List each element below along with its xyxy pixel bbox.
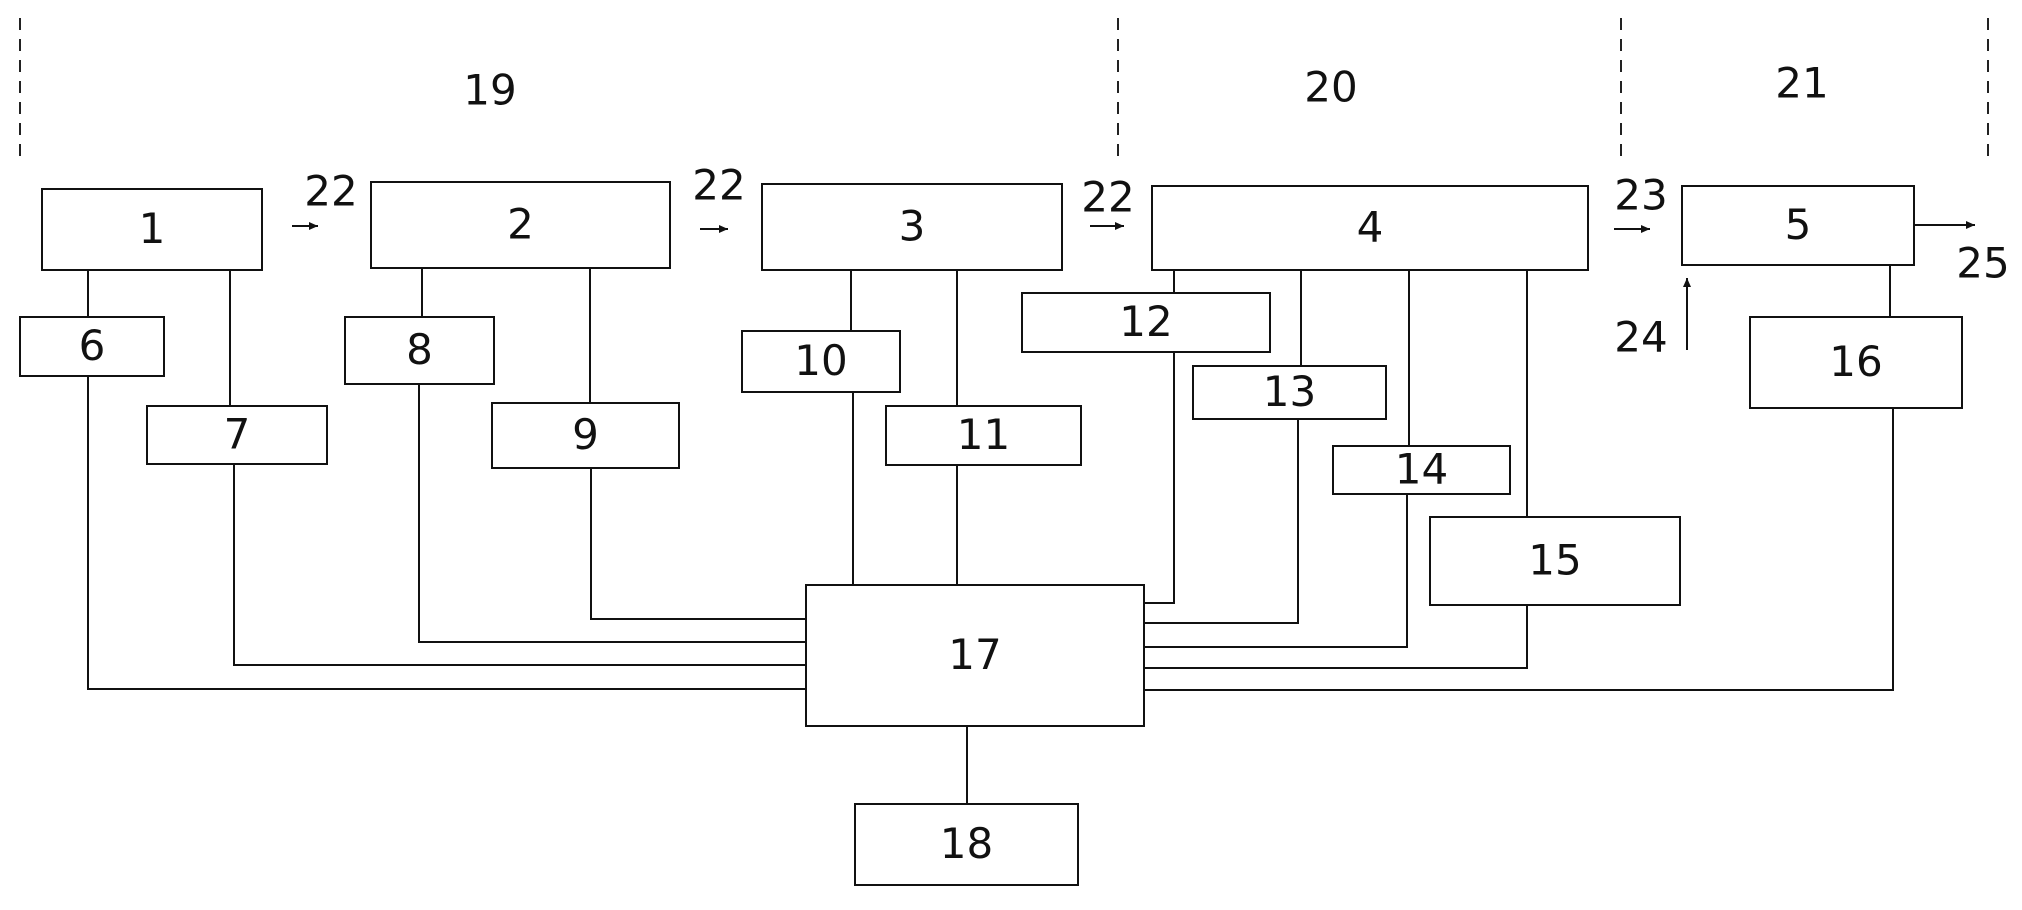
block-13-label: 13 [1263, 367, 1316, 416]
flow-2-3-marker: 22 [692, 161, 746, 233]
flow-into-5-arrow-head [1683, 278, 1691, 287]
connection-line [1144, 352, 1175, 604]
block-5-box [1681, 185, 1915, 266]
block-9: 9 [491, 402, 680, 469]
block-2: 2 [370, 181, 671, 269]
block-12-label: 12 [1119, 297, 1172, 346]
block-4-label: 4 [1357, 203, 1384, 252]
connection-line [1144, 605, 1528, 669]
block-4: 4 [1151, 185, 1589, 271]
block-3: 3 [761, 183, 1063, 271]
block-5-label: 5 [1785, 200, 1812, 249]
block-9-box [491, 402, 680, 469]
block-7: 7 [146, 405, 328, 465]
connection-line [233, 464, 806, 666]
block-11-box [885, 405, 1082, 466]
block-6-label: 6 [79, 321, 106, 370]
block-14-box [1332, 445, 1511, 495]
block-8-label: 8 [406, 325, 433, 374]
flow-3-4-label: 22 [1081, 173, 1134, 222]
flow-4-5-marker: 23 [1614, 171, 1668, 233]
block-7-box [146, 405, 328, 465]
block-14-label: 14 [1395, 445, 1448, 494]
block-2-label: 2 [507, 200, 534, 249]
block-4-box [1151, 185, 1589, 271]
block-18-label: 18 [940, 819, 993, 868]
flow-2-3-label: 22 [692, 161, 745, 210]
block-8: 8 [344, 316, 495, 385]
zone-20-label: 20 [1304, 63, 1357, 112]
connection-line [1144, 408, 1894, 691]
block-3-label: 3 [899, 202, 926, 251]
flow-1-2-arrow-head [309, 222, 318, 230]
block-1: 1 [41, 188, 263, 271]
block-11: 11 [885, 405, 1082, 466]
block-16-box [1749, 316, 1963, 409]
block-15-label: 15 [1528, 536, 1581, 585]
flow-into-5-label: 24 [1614, 313, 1667, 362]
block-17-label: 17 [948, 630, 1001, 679]
block-9-label: 9 [572, 410, 599, 459]
zone-21-label: 21 [1775, 59, 1828, 108]
block-6: 6 [19, 316, 165, 377]
block-17: 17 [805, 584, 1145, 727]
block-13: 13 [1192, 365, 1387, 420]
block-11-label: 11 [957, 410, 1010, 459]
flow-into-5-marker: 24 [1614, 278, 1691, 362]
block-6-box [19, 316, 165, 377]
connection-line [590, 468, 806, 620]
block-17-box [805, 584, 1145, 727]
flow-out-5-arrow-head [1966, 221, 1975, 229]
flow-out-5-label: 25 [1956, 239, 2009, 288]
flow-4-5-arrow-head [1641, 225, 1650, 233]
block-16: 16 [1749, 316, 1963, 409]
zone-19-label: 19 [463, 66, 516, 115]
block-13-box [1192, 365, 1387, 420]
flow-4-5-label: 23 [1614, 171, 1667, 220]
block-10-box [741, 330, 901, 393]
flow-out-5-marker: 25 [1914, 221, 2010, 288]
connection-lines [87, 265, 1894, 804]
block-12-box [1021, 292, 1271, 353]
block-15: 15 [1429, 516, 1681, 606]
flow-1-2-label: 22 [304, 167, 357, 216]
block-18: 18 [854, 803, 1079, 886]
flow-3-4-marker: 22 [1081, 173, 1135, 230]
zone-dividers: 19 20 21 [19, 18, 1989, 164]
block-2-box [370, 181, 671, 269]
block-18-box [854, 803, 1079, 886]
block-14: 14 [1332, 445, 1511, 495]
block-1-box [41, 188, 263, 271]
block-1-label: 1 [139, 204, 166, 253]
flow-3-4-arrow-head [1115, 222, 1124, 230]
connection-line [1144, 419, 1299, 624]
block-16-label: 16 [1829, 337, 1882, 386]
block-3-box [761, 183, 1063, 271]
block-10-label: 10 [794, 336, 847, 385]
connection-line [418, 384, 806, 643]
connection-line [1144, 494, 1408, 648]
flow-1-2-marker: 22 [292, 167, 358, 230]
connection-line [87, 376, 806, 690]
block-5: 5 [1681, 185, 1915, 266]
block-12: 12 [1021, 292, 1271, 353]
block-7-label: 7 [224, 410, 251, 459]
flow-2-3-arrow-head [719, 225, 728, 233]
block-8-box [344, 316, 495, 385]
block-15-box [1429, 516, 1681, 606]
block-10: 10 [741, 330, 901, 393]
